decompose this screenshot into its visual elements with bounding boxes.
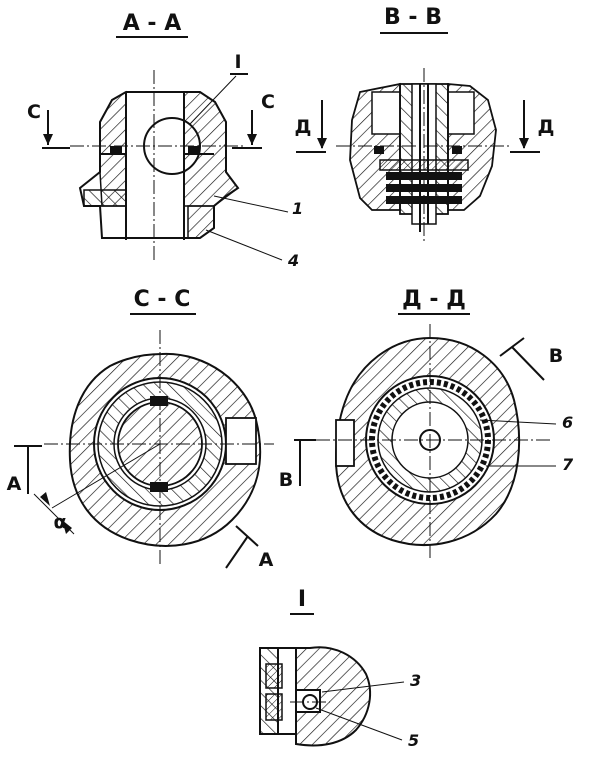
angle-alpha: α [53,511,66,533]
aa-shaft [125,92,185,240]
section-aa: А - А I С С 1 4 [27,11,303,270]
cut-a-left: А [7,473,22,495]
detail-i: I 3 5 [259,587,421,750]
cut-d-left: Д [295,116,312,138]
section-aa-title: А - А [123,11,182,36]
cut-b-left: В [279,469,293,491]
detail-ref-label: I [234,51,241,73]
aa-left-flange [83,189,127,207]
section-bb-title: В - В [384,5,442,30]
cc-slot [225,417,257,465]
cut-d-right: Д [538,116,555,138]
aa-seal-right [188,146,200,154]
callout-4: 4 [287,251,299,270]
detail-seal-3 [265,663,283,689]
cut-c-left: С [27,101,41,123]
section-dd: Д - Д В В 6 7 [279,287,574,560]
cut-b-right: В [549,345,563,367]
cut-a-right: А [259,549,274,571]
callout-5: 5 [408,731,419,750]
callout-6: 6 [562,413,573,432]
section-bb: В - В Д Д [295,5,555,244]
section-cc: С - С А α А [7,287,274,571]
detail-wall [259,647,279,735]
dd-slot [335,419,355,467]
callout-3: 3 [410,671,421,690]
detail-title: I [298,587,306,612]
section-dd-title: Д - Д [402,287,466,312]
section-cc-title: С - С [134,287,191,312]
cut-c-right: С [261,91,275,113]
callout-1: 1 [292,199,303,218]
callout-7: 7 [562,455,574,474]
aa-bushing-4 [187,205,215,239]
aa-seal-left [110,146,122,154]
